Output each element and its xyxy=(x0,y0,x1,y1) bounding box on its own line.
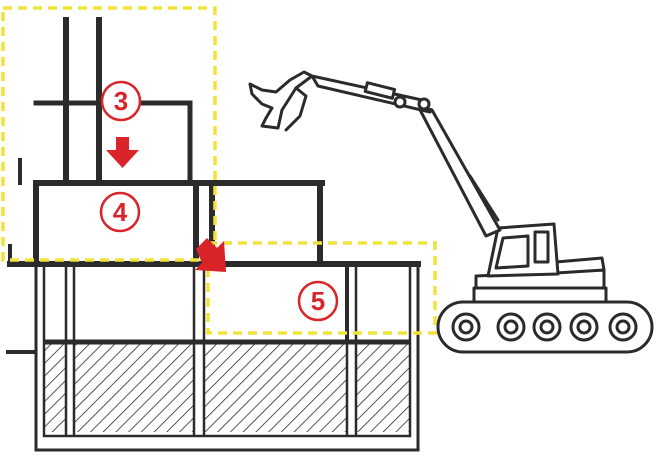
soil-fill-1 xyxy=(44,344,66,432)
basement-inner xyxy=(42,266,412,438)
arrow-diagonal-icon xyxy=(195,238,226,272)
step-4-marker: 4 xyxy=(99,191,141,233)
step-5-label: 5 xyxy=(311,286,325,316)
soil-fill-4 xyxy=(356,344,410,432)
bucket-claw xyxy=(284,86,308,132)
building-structure xyxy=(7,17,421,344)
excavator-bucket xyxy=(248,70,314,130)
stick-joint xyxy=(393,95,407,109)
soil-fill-2 xyxy=(74,344,194,432)
step-3-label: 3 xyxy=(114,86,128,116)
soil-fill-3 xyxy=(205,344,347,432)
work-zones xyxy=(1,6,437,335)
track-wheels xyxy=(451,312,638,342)
boom-cylinder xyxy=(468,174,500,222)
excavator-icon xyxy=(248,70,654,354)
zone-upper xyxy=(1,6,217,262)
excavator-engine xyxy=(554,256,606,275)
boom-cylinder-rod xyxy=(451,145,471,177)
arrow-down-icon xyxy=(106,137,139,168)
excavator-boom xyxy=(416,104,502,238)
step-4-label: 4 xyxy=(113,197,128,227)
step-3-marker: 3 xyxy=(100,80,142,122)
excavator-base xyxy=(472,286,608,304)
foundation xyxy=(6,266,420,452)
basement-outline xyxy=(34,266,420,452)
excavator-track xyxy=(436,300,654,354)
zone-lower xyxy=(206,241,437,335)
cab-window-1 xyxy=(494,234,530,270)
cab-window-2 xyxy=(533,230,550,264)
boom-joint xyxy=(417,97,431,111)
step-5-marker: 5 xyxy=(297,280,339,322)
stick-cylinder xyxy=(363,81,397,100)
